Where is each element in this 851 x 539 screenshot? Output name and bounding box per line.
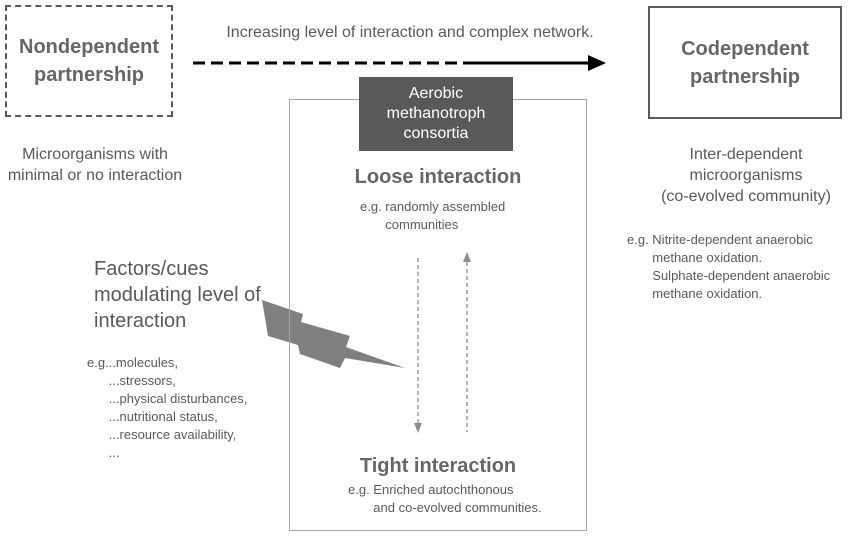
nondependent-box: Nondependent partnership [5,5,173,117]
tight-interaction-title: Tight interaction [359,455,517,477]
codependent-description: Inter-dependent microorganisms (co-evolv… [661,146,831,205]
nondependent-title: Nondependent partnership [19,36,159,86]
down-arrow-head [414,423,422,433]
loose-interaction-example: e.g. randomly assembled communities [360,199,506,232]
tight-interaction-example: e.g. Enriched autochthonous and co-evolv… [348,482,542,515]
lightning-bolt-icon [262,300,405,368]
up-arrow-head [463,252,471,262]
factors-examples: e.g...molecules, ...stressors, ...physic… [87,355,248,460]
progress-arrow-head [588,55,606,71]
factors-title: Factors/cues modulating level of interac… [94,258,261,332]
arrow-label: Increasing level of interaction and comp… [226,24,594,41]
loose-interaction-title: Loose interaction [354,166,522,188]
codependent-box: Codependent partnership [648,6,842,119]
codependent-title: Codependent partnership [681,37,809,88]
nondependent-description: Microorganisms with minimal or no intera… [7,146,183,184]
consortia-label: Aerobic methanotroph consortia [359,77,513,151]
codependent-examples: e.g. Nitrite-dependent anaerobic methane… [627,232,831,301]
